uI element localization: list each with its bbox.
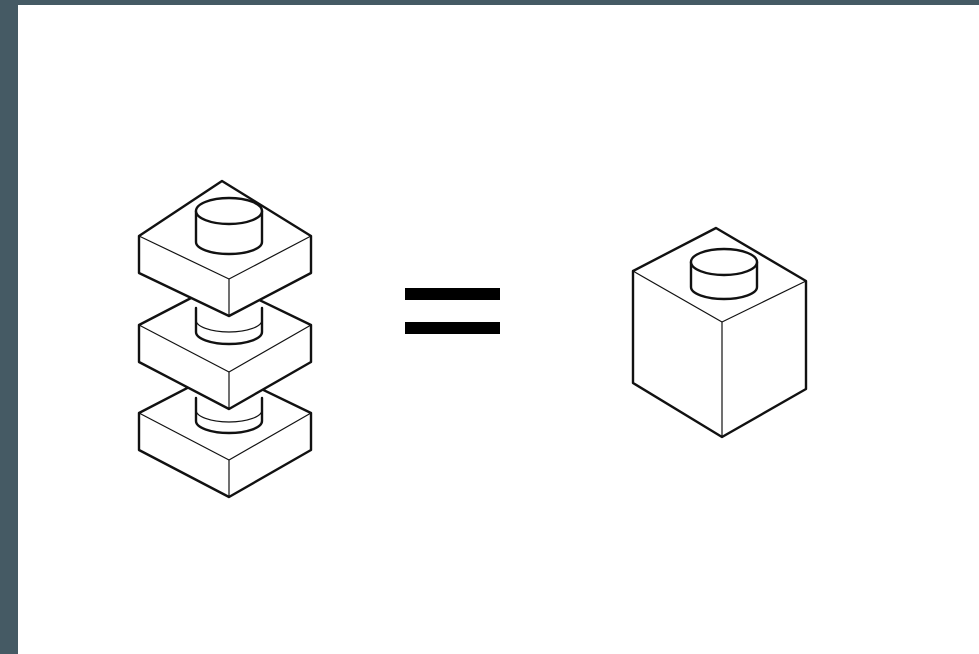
equals-bar-top [405, 288, 500, 300]
plate-top [139, 181, 311, 316]
single-brick [633, 228, 806, 437]
equals-sign [405, 288, 500, 334]
equals-bar-bottom [405, 322, 500, 334]
plate-stack [139, 181, 311, 497]
